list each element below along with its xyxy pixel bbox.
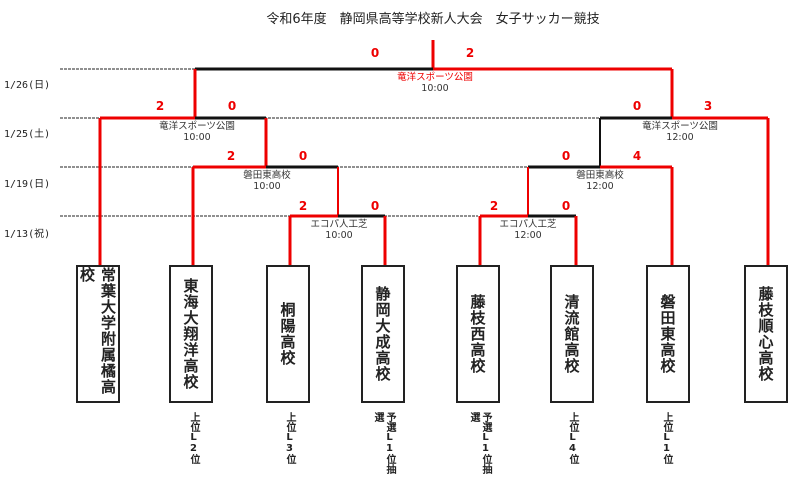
date-label: 1/19(日) <box>4 179 51 190</box>
seed-note: 上位L4位 <box>567 412 578 464</box>
match-info-semi-left: 竜洋スポーツ公園 10:00 <box>137 121 257 143</box>
score: 0 <box>561 199 571 213</box>
venue-name: エコパ人工芝 <box>499 219 557 230</box>
match-time: 12:00 <box>666 132 694 143</box>
match-time: 10:00 <box>325 230 353 241</box>
match-info-r2-left: 磐田東高校 10:00 <box>207 170 327 192</box>
venue-name: 磐田東高校 <box>243 170 291 181</box>
score: 0 <box>561 149 571 163</box>
match-time: 10:00 <box>183 132 211 143</box>
date-label: 1/26(日) <box>4 80 51 91</box>
seed-note: 上位L2位 <box>188 412 199 464</box>
seed-note: 上位L1位 <box>661 412 672 464</box>
team-box: 常葉大学附属橘高校 <box>76 265 120 403</box>
score: 2 <box>226 149 236 163</box>
match-time: 12:00 <box>514 230 542 241</box>
venue-name: 磐田東高校 <box>576 170 624 181</box>
score: 4 <box>632 149 642 163</box>
score: 2 <box>155 99 165 113</box>
score: 3 <box>703 99 713 113</box>
team-box: 静岡大成高校 <box>361 265 405 403</box>
match-time: 12:00 <box>586 181 614 192</box>
venue-name: 竜洋スポーツ公園 <box>642 121 718 132</box>
score: 0 <box>227 99 237 113</box>
team-box: 磐田東高校 <box>646 265 690 403</box>
match-info-semi-right: 竜洋スポーツ公園 12:00 <box>620 121 740 143</box>
venue-name: エコパ人工芝 <box>310 219 368 230</box>
date-label: 1/25(土) <box>4 129 51 140</box>
score: 0 <box>632 99 642 113</box>
score: 0 <box>370 199 380 213</box>
score: 0 <box>370 46 380 60</box>
venue-name: 竜洋スポーツ公園 <box>159 121 235 132</box>
seed-note: 予選L1位抽選 <box>468 412 491 474</box>
match-info-r2-right: 磐田東高校 12:00 <box>540 170 660 192</box>
team-box: 桐陽高校 <box>266 265 310 403</box>
match-info-r1-right: エコパ人工芝 12:00 <box>468 219 588 241</box>
team-box: 藤枝順心高校 <box>744 265 788 403</box>
match-time: 10:00 <box>421 83 449 94</box>
page-title: 令和6年度 静岡県高等学校新人大会 女子サッカー競技 <box>266 12 600 27</box>
score: 0 <box>298 149 308 163</box>
match-info-r1-left: エコパ人工芝 10:00 <box>279 219 399 241</box>
date-label: 1/13(祝) <box>4 229 51 240</box>
team-box: 東海大翔洋高校 <box>169 265 213 403</box>
seed-note: 予選L1位抽選 <box>372 412 395 474</box>
score: 2 <box>298 199 308 213</box>
team-box: 清流館高校 <box>550 265 594 403</box>
match-time: 10:00 <box>253 181 281 192</box>
venue-name: 竜洋スポーツ公園 <box>397 72 473 83</box>
match-info-final: 竜洋スポーツ公園 10:00 <box>375 72 495 94</box>
team-box: 藤枝西高校 <box>456 265 500 403</box>
seed-note: 上位L3位 <box>284 412 295 464</box>
score: 2 <box>465 46 475 60</box>
score: 2 <box>489 199 499 213</box>
